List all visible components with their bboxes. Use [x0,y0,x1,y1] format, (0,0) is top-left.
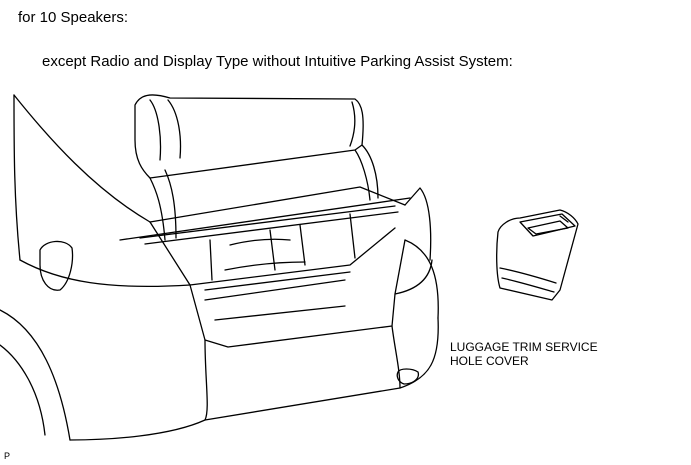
hole-cover-part [496,209,579,301]
car-body-outline [0,94,439,441]
condition-subheading: except Radio and Display Type without In… [42,53,513,70]
figure-code: P [4,451,11,461]
trunk-hinge-left [149,169,177,241]
trunk-lid [134,94,364,179]
trunk-interior [139,205,399,321]
callout-line-1: LUGGAGE TRIM SERVICE [450,340,598,354]
callout-line-2: HOLE COVER [450,354,529,368]
page-heading: for 10 Speakers: [18,9,129,26]
trunk-hinge-right [354,144,379,201]
part-callout-label: LUGGAGE TRIM SERVICE HOLE COVER [450,340,650,368]
